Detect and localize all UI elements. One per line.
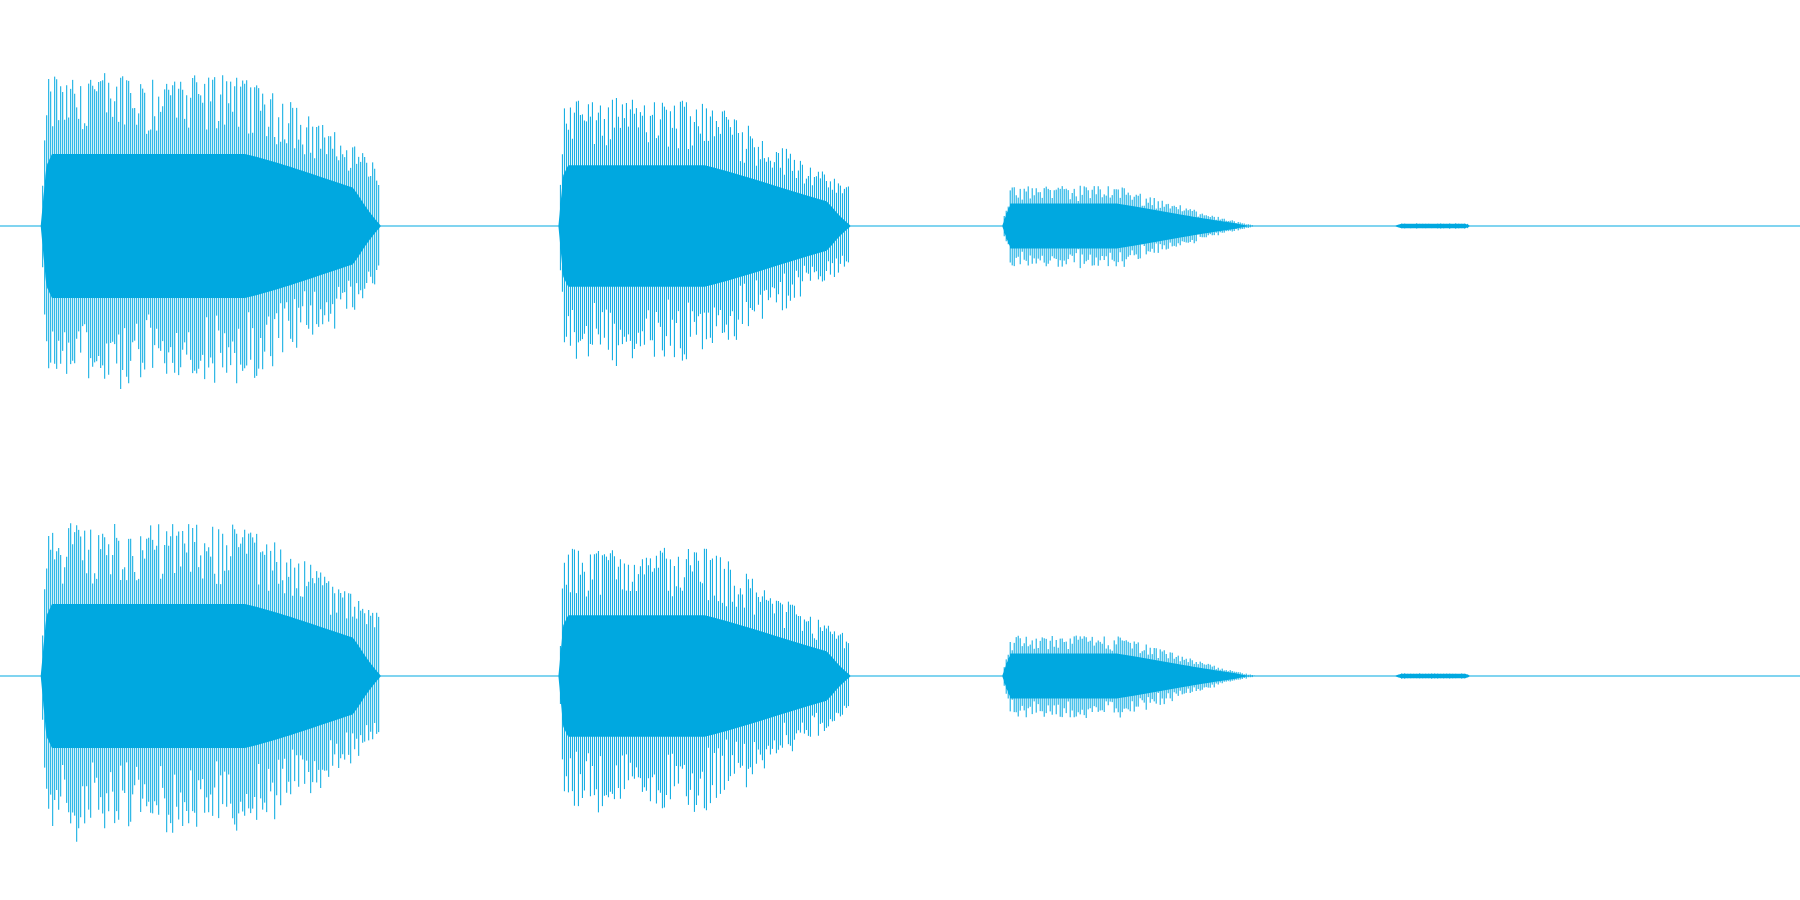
waveform-spikes [559, 547, 849, 813]
waveform-spikes [1395, 673, 1469, 679]
waveform-burst [40, 73, 382, 389]
waveform-spikes [559, 98, 849, 366]
waveform-burst [1002, 635, 1257, 718]
waveform-core [1393, 673, 1472, 679]
waveform-burst [40, 523, 382, 842]
waveform-spikes [42, 523, 380, 842]
waveform-core [1393, 223, 1472, 229]
waveform-burst [1393, 673, 1472, 679]
waveform-spikes [1395, 223, 1469, 229]
waveform-spikes [42, 73, 380, 389]
waveform-channel-1[interactable] [0, 73, 1800, 389]
waveform-burst [558, 98, 851, 366]
waveform-burst [558, 547, 851, 813]
waveform-burst [1002, 185, 1257, 269]
waveform-burst [1393, 223, 1472, 229]
waveform-spikes [1003, 185, 1255, 269]
waveform-channel-2[interactable] [0, 523, 1800, 842]
waveform-spikes [1003, 635, 1255, 718]
